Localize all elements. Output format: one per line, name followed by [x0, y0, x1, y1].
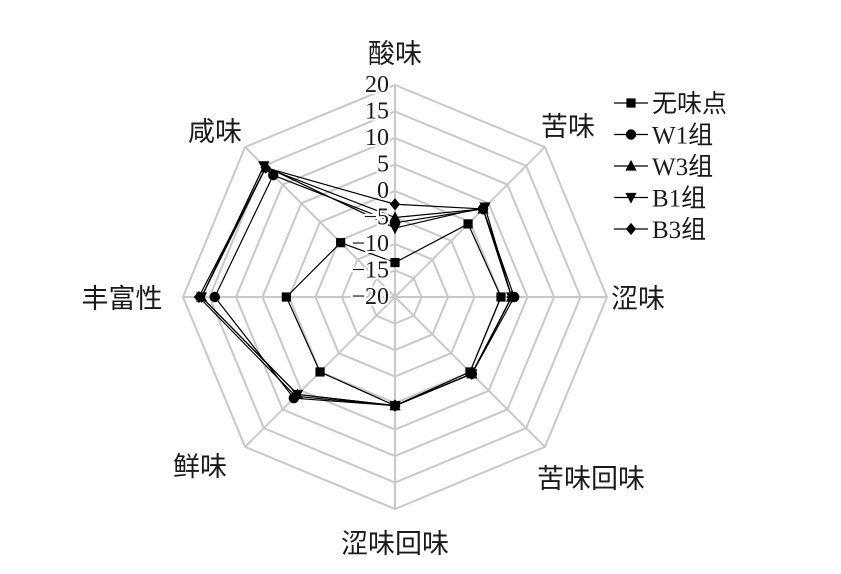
legend-label: W1组 [652, 122, 713, 150]
tick-label: 10 [365, 125, 389, 151]
tick-label: −20 [351, 284, 389, 310]
data-point-triangle-down [389, 223, 401, 235]
legend-marker-triangle-up [625, 159, 637, 171]
legend-marker-square [626, 98, 636, 108]
axis-label: 酸味 [368, 39, 422, 69]
legend-marker-triangle-down [625, 192, 637, 204]
legend-label: B1组 [652, 185, 706, 213]
legend-item: 无味点 [614, 90, 727, 118]
legend-item: W1组 [614, 122, 713, 150]
tick-label: −10 [351, 231, 389, 257]
data-point-square [496, 292, 506, 302]
tick-label: 15 [365, 99, 389, 125]
data-point-diamond [389, 198, 401, 211]
series-square [281, 219, 506, 411]
legend-marker-circle [625, 129, 637, 140]
axis-label: 苦味回味 [537, 464, 645, 494]
tick-label: −15 [351, 258, 389, 284]
axis-label: 涩味 [611, 284, 665, 314]
axis-label: 涩味回味 [341, 529, 449, 559]
data-point-diamond [193, 290, 204, 304]
axis-label: 咸味 [188, 117, 242, 147]
tick-label: 5 [377, 152, 389, 178]
data-point-square [336, 238, 346, 248]
series-diamond [193, 161, 517, 412]
legend-label: 无味点 [652, 90, 727, 118]
data-point-square [315, 367, 325, 377]
radar-spokes [183, 85, 607, 509]
tick-label: 0 [377, 178, 389, 204]
data-point-circle [209, 291, 220, 303]
legend-item: B3组 [614, 216, 706, 244]
data-point-diamond [260, 161, 271, 174]
data-point-diamond [389, 399, 401, 412]
series-layer [193, 161, 520, 412]
data-point-diamond [466, 367, 477, 380]
data-point-square [463, 219, 473, 229]
legend-label: B3组 [652, 216, 706, 244]
data-point-triangle-up [389, 211, 401, 223]
axis-label: 丰富性 [82, 284, 163, 314]
legend: 无味点 W1组 W3组 B1组 B3组 [614, 90, 727, 244]
axis-label: 鲜味 [173, 452, 227, 482]
data-point-square [390, 257, 400, 268]
data-point-diamond [506, 290, 517, 304]
tick-label: 20 [365, 72, 389, 98]
legend-item: B1组 [614, 185, 706, 213]
data-point-square [281, 292, 291, 302]
tick-label: −5 [363, 205, 389, 231]
data-point-diamond [290, 390, 301, 403]
data-point-circle [268, 170, 279, 181]
legend-label: W3组 [652, 153, 713, 181]
data-point-diamond [477, 202, 489, 216]
axis-label: 苦味 [541, 112, 595, 142]
legend-item: W3组 [614, 153, 713, 181]
legend-marker-diamond [625, 222, 637, 236]
